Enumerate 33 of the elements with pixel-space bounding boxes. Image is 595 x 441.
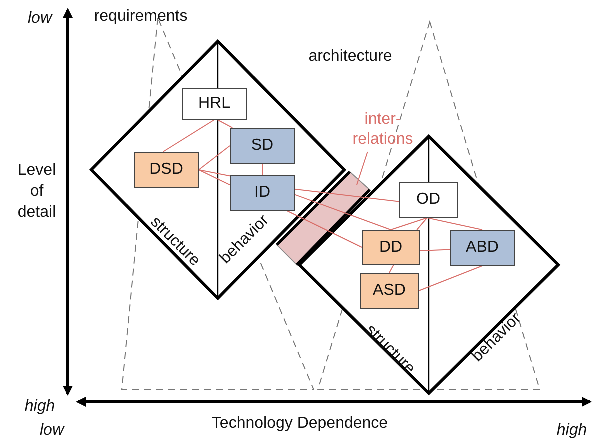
axis-label: Technology Dependence <box>210 414 390 434</box>
connector-line <box>217 120 234 128</box>
diagram-box: SD <box>230 128 295 164</box>
axis-label: high <box>24 397 56 417</box>
connector-line <box>198 170 230 177</box>
diagram-box: DD <box>362 230 420 265</box>
diagram-box: ID <box>230 175 295 211</box>
connector-line <box>426 218 483 230</box>
connector-line <box>416 218 428 230</box>
leader-line <box>356 152 368 186</box>
connector-line <box>162 120 215 152</box>
axis-label: low <box>38 421 66 441</box>
connector-line <box>262 164 263 176</box>
callout-text: inter- relations <box>352 110 414 150</box>
triangle-label: architecture <box>308 47 394 67</box>
connector-line <box>420 249 450 252</box>
axis-label: Level of detail <box>16 161 58 223</box>
connector-line <box>390 218 428 230</box>
connector-line <box>294 194 392 230</box>
connector-line <box>418 266 483 292</box>
axis-label: high <box>556 421 588 441</box>
connector-line <box>294 188 400 202</box>
diagram-box: DSD <box>134 152 199 188</box>
connector-line <box>286 210 362 248</box>
diagram-box: OD <box>399 182 458 218</box>
diagram-box: HRL <box>182 88 247 120</box>
diagram-box: ASD <box>360 273 419 309</box>
axis-label: low <box>26 9 54 29</box>
diagram-box: ABD <box>450 230 515 266</box>
connector-line <box>198 170 230 186</box>
connector-line <box>389 264 394 274</box>
connector-line <box>198 146 230 170</box>
triangle-label: requirements <box>93 7 189 27</box>
